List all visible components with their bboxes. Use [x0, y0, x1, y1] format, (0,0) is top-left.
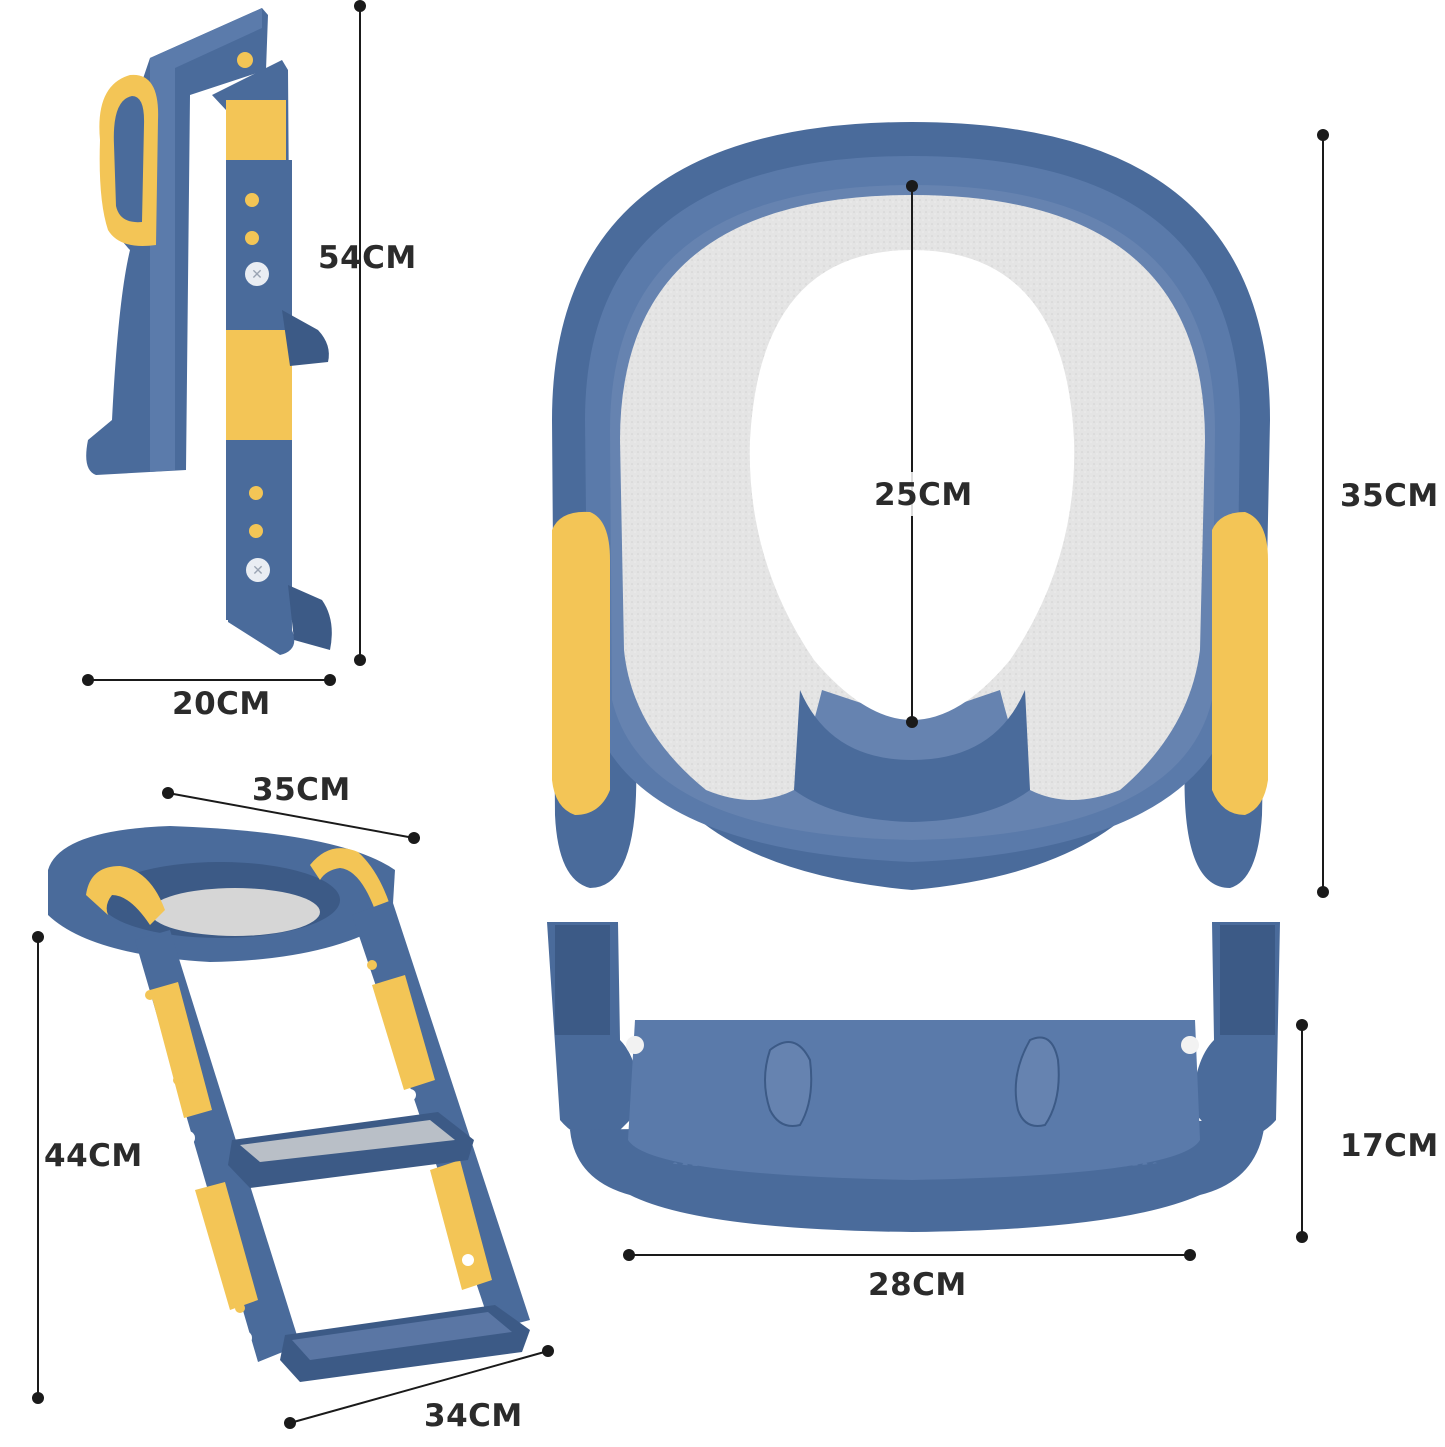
seat-inner-label: 25CM — [874, 477, 973, 513]
side-height-dimension-line — [354, 0, 366, 666]
side-height-label: 54CM — [318, 240, 417, 276]
step-width-label: 28CM — [868, 1267, 967, 1303]
seat-depth-label: 35CM — [1340, 478, 1439, 514]
ladder-height-label: 44CM — [44, 1138, 143, 1174]
step-front-view-illustration — [547, 922, 1280, 1232]
ladder-height-dimension-line — [32, 931, 44, 1404]
side-width-label: 20CM — [172, 686, 271, 722]
ladder-base-dimension-line — [284, 1345, 554, 1429]
seat-width-label: 35CM — [252, 772, 351, 808]
side-view-illustration: ✕ ✕ — [86, 8, 332, 655]
step-width-dimension-line — [623, 1249, 1196, 1261]
svg-text:✕: ✕ — [251, 267, 263, 283]
side-width-dimension-line — [82, 674, 336, 686]
step-height-label: 17CM — [1340, 1128, 1439, 1164]
step-height-dimension-line — [1296, 1019, 1308, 1243]
ladder-perspective-illustration — [48, 826, 530, 1382]
ladder-base-label: 34CM — [424, 1398, 523, 1434]
seat-inner-dimension-line — [870, 180, 968, 728]
ladder-seat-width-dimension-line — [162, 787, 420, 844]
svg-text:✕: ✕ — [252, 563, 264, 579]
seat-depth-dimension-line — [1317, 129, 1329, 898]
